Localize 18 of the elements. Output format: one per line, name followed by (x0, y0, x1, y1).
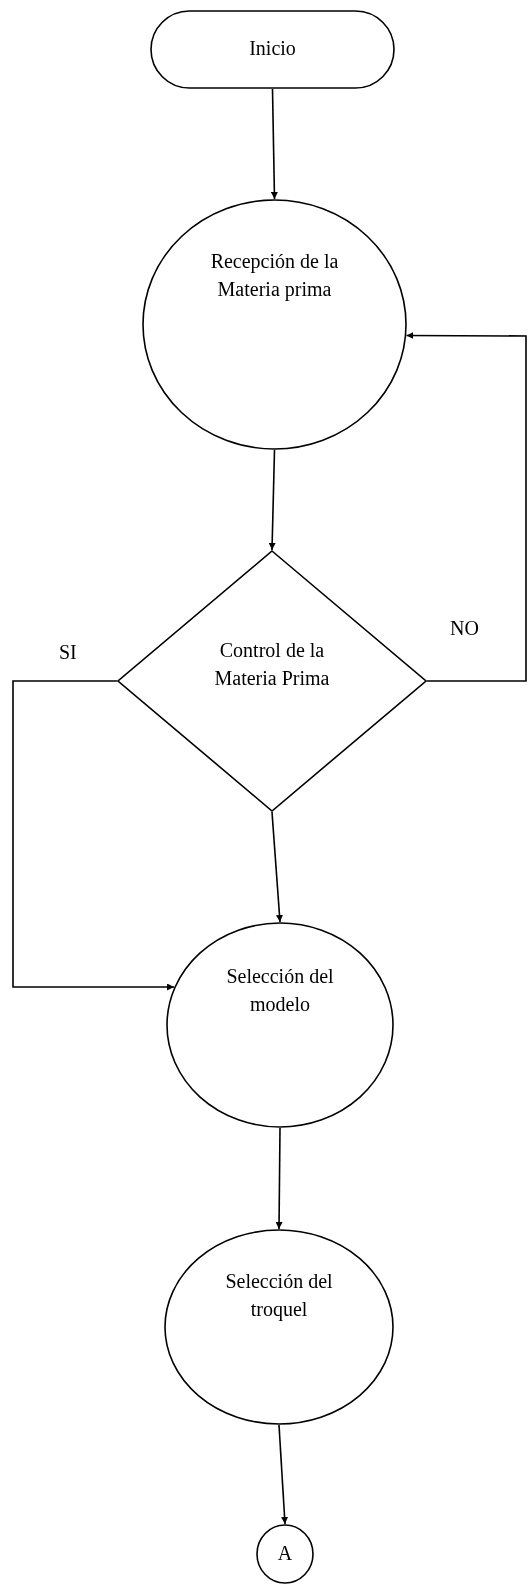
node-text: Control de la Materia Prima (213, 638, 331, 691)
node-text: Recepción de la Materia prima (209, 249, 340, 303)
arrow (268, 449, 276, 551)
process-circle (142, 199, 407, 450)
process-circle (256, 1524, 314, 1584)
arrow (12, 680, 175, 991)
decision-diamond (117, 550, 427, 812)
node-text: Inicio (249, 36, 296, 61)
node-text: Selección del troquel (224, 1269, 334, 1323)
arrow (271, 811, 283, 923)
arrow (270, 88, 278, 200)
arrow (278, 1424, 289, 1525)
arrow (405, 332, 527, 682)
node-text: A (277, 1541, 293, 1566)
process-circle (166, 922, 394, 1128)
arrow (275, 1127, 283, 1230)
node-text: Selección del modelo (225, 964, 335, 1017)
process-circle (164, 1229, 394, 1425)
